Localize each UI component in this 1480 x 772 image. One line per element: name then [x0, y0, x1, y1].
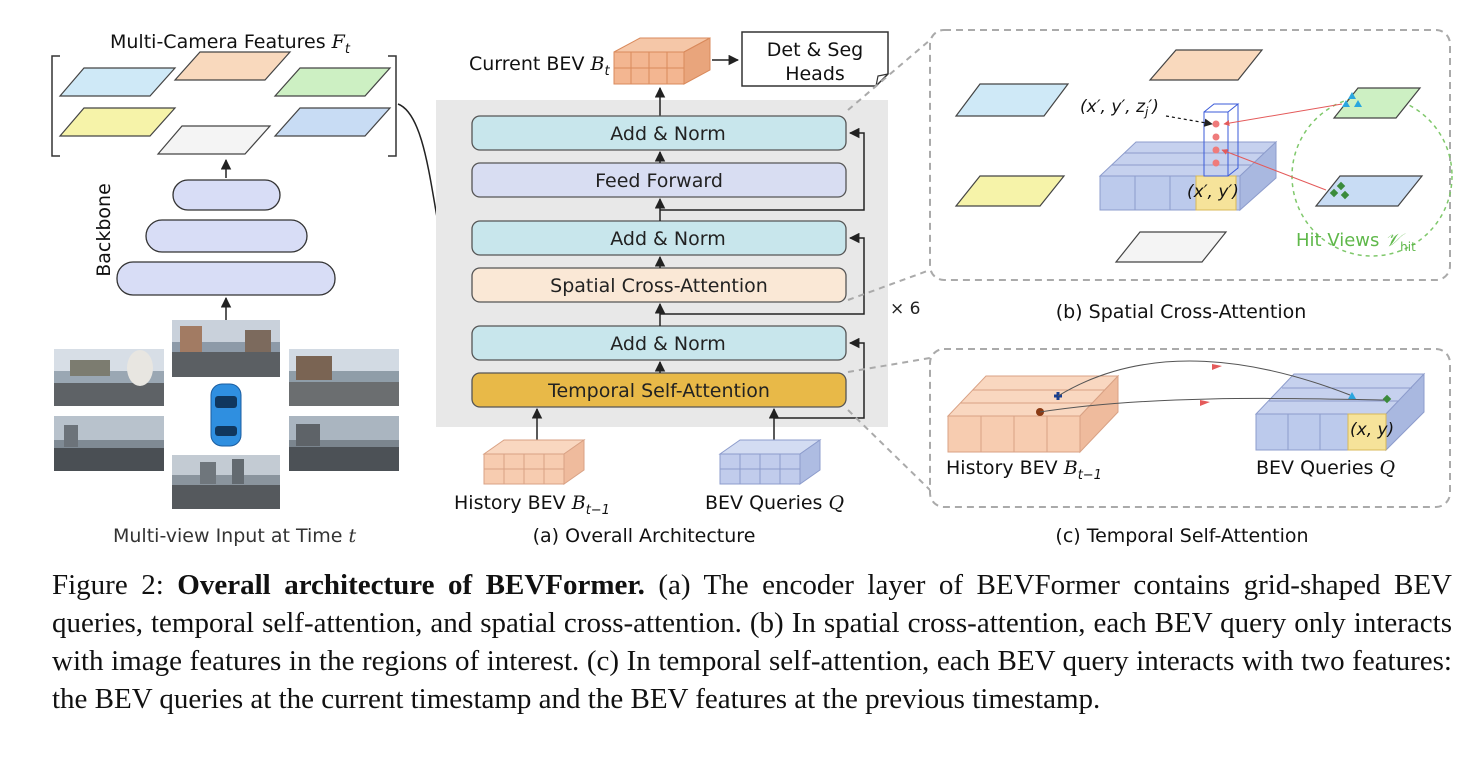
camera-image-front	[172, 320, 280, 377]
camera-image-back-left	[54, 416, 164, 471]
heads-label-line1: Det & Seg	[767, 39, 863, 61]
feed-forward-block	[471, 162, 847, 198]
add-norm-1-label: Add & Norm	[610, 333, 726, 355]
left-bracket	[51, 55, 60, 157]
temporal-self-attention-panel: (x, y) History BEV Bt−1 BEV Queries Q (c…	[929, 348, 1451, 547]
right-bracket	[388, 55, 397, 157]
feature-plane	[58, 107, 177, 137]
reference-point-label: (x′, y′, zj′)	[1080, 97, 1159, 119]
repeat-label: × 6	[890, 299, 920, 319]
tsa-query-cell-label: (x, y)	[1350, 420, 1394, 440]
camera-image-back	[172, 455, 280, 509]
camera-image-front-left	[54, 349, 164, 406]
ego-car-icon	[210, 383, 242, 447]
query-cell-label: (x′, y′)	[1187, 182, 1239, 202]
temporal-panel-caption: (c) Temporal Self-Attention	[1055, 525, 1308, 547]
feature-plane	[173, 51, 292, 81]
caption-body: (a) The encoder layer of BEVFormer conta…	[52, 569, 1452, 715]
architecture-caption: (a) Overall Architecture	[533, 525, 756, 547]
sca-feature-plane	[1148, 49, 1264, 81]
caption-title: Overall architecture of BEVFormer.	[177, 569, 645, 601]
bev-queries-label: BEV Queries Q	[705, 492, 844, 514]
camera-images	[54, 320, 399, 509]
backbone-stage-2	[145, 219, 308, 253]
spatial-cross-attention-block	[471, 267, 847, 303]
add-norm-block-1	[471, 325, 847, 361]
multi-camera-features-label: Multi-Camera Features Ft	[110, 31, 351, 57]
spatial-cross-attention-label: Spatial Cross-Attention	[550, 275, 768, 297]
tsa-history-label: History BEV Bt−1	[946, 457, 1102, 483]
add-norm-block-3	[471, 115, 847, 151]
backbone-stage-1	[116, 261, 336, 296]
architecture-panel: Current BEV Bt Det & Seg Heads Add & Nor…	[436, 31, 920, 547]
feature-plane	[273, 107, 392, 137]
add-norm-block-2	[471, 220, 847, 256]
feature-plane	[273, 67, 392, 97]
spatial-panel-caption: (b) Spatial Cross-Attention	[1056, 301, 1307, 323]
bev-queries-cube	[718, 439, 822, 485]
backbone-stage-3	[172, 179, 281, 211]
bevformer-figure: Multi-Camera Features Ft Backbone	[51, 29, 1453, 547]
feature-plane	[156, 125, 272, 155]
history-bev-cube	[482, 439, 586, 485]
history-bev-label: History BEV Bt−1	[454, 492, 610, 518]
pillar	[1203, 103, 1240, 177]
caption-prefix: Figure 2:	[52, 569, 178, 601]
tsa-queries-label: BEV Queries Q	[1256, 457, 1395, 479]
camera-image-back-right	[289, 416, 399, 471]
current-bev-cube	[613, 37, 711, 85]
sca-feature-plane	[1114, 231, 1228, 263]
feed-forward-label: Feed Forward	[595, 170, 723, 192]
multi-view-input-label: Multi-view Input at Time t	[113, 525, 357, 547]
add-norm-3-label: Add & Norm	[610, 123, 726, 145]
tsa-queries-grid	[1254, 372, 1426, 452]
heads-label-line2: Heads	[785, 63, 845, 85]
sca-feature-plane	[954, 175, 1066, 207]
add-norm-2-label: Add & Norm	[610, 228, 726, 250]
backbone-label: Backbone	[93, 183, 115, 277]
figure-caption: Figure 2: Overall architecture of BEVFor…	[52, 566, 1452, 718]
hit-views-label: Hit Views 𝒱hit	[1296, 230, 1416, 254]
feature-planes	[58, 51, 392, 155]
input-panel: Multi-Camera Features Ft Backbone	[51, 31, 470, 547]
spatial-cross-attention-panel: Hit Views 𝒱hit (x′, y′) (x′, y′, zj′) (b…	[929, 29, 1453, 323]
current-bev-label: Current BEV Bt	[469, 53, 610, 79]
temporal-self-attention-block	[471, 372, 847, 408]
hit-view-plane	[1332, 87, 1422, 119]
camera-image-front-right	[289, 349, 399, 406]
temporal-self-attention-label: Temporal Self-Attention	[547, 380, 770, 402]
feature-plane	[58, 67, 177, 97]
sca-feature-plane	[954, 83, 1070, 117]
